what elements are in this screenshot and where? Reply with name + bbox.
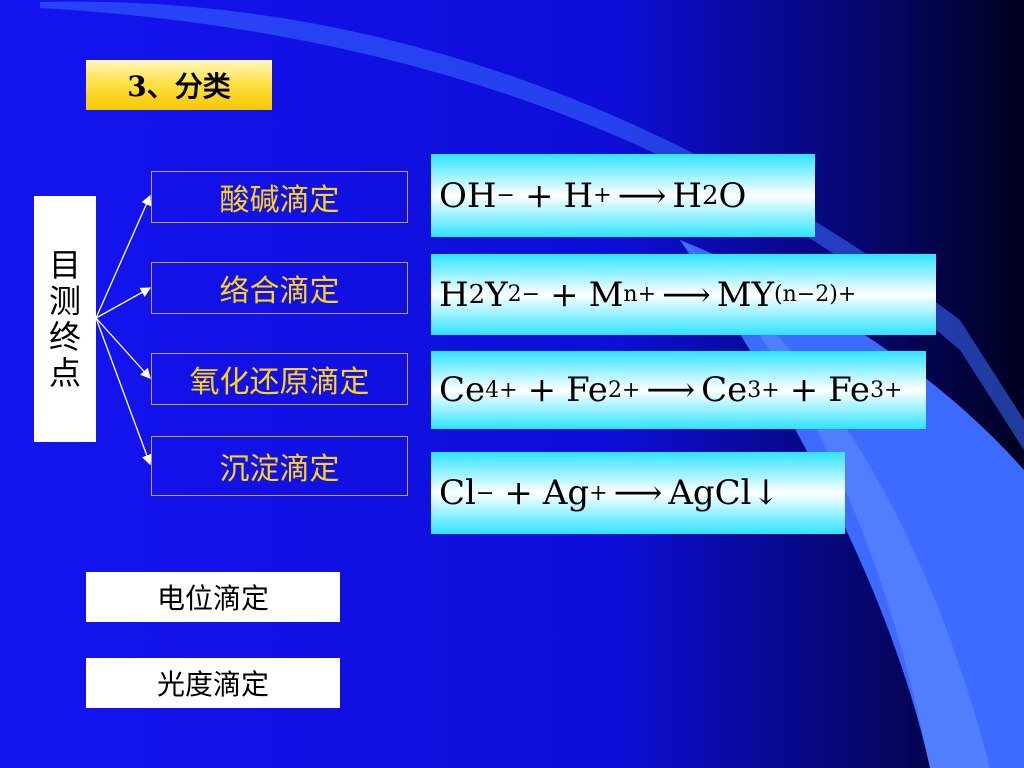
eq-superscript: + bbox=[589, 480, 608, 506]
eq-term: H bbox=[439, 274, 469, 315]
eq-superscript: (n−2)+ bbox=[774, 282, 857, 307]
eq-superscript: n+ bbox=[623, 282, 657, 307]
eq-term: Ce bbox=[439, 370, 486, 410]
method-acid-base: 酸碱滴定 bbox=[151, 171, 408, 223]
eq-term: M bbox=[588, 274, 624, 315]
decorative-wedge-highlight bbox=[680, 240, 990, 768]
method-potentiometric: 电位滴定 bbox=[86, 572, 340, 622]
eq-term: Ag bbox=[542, 473, 590, 513]
eq-term: OH bbox=[439, 175, 497, 216]
eq-term: Cl bbox=[439, 473, 476, 513]
eq-term: Y bbox=[485, 274, 508, 315]
eq-term: AgCl bbox=[668, 473, 752, 513]
eq-superscript: 2− bbox=[507, 282, 541, 307]
equation-precipitation: Cl− + Ag+ ⟶ AgCl↓ bbox=[431, 452, 845, 534]
eq-superscript: − bbox=[496, 183, 515, 208]
endpoint-label-char: 点 bbox=[48, 354, 81, 392]
eq-term: Fe bbox=[566, 370, 608, 410]
reaction-arrow: ⟶ bbox=[617, 175, 667, 216]
eq-plus: + bbox=[789, 370, 819, 410]
eq-term: O bbox=[718, 175, 747, 216]
reaction-arrow: ⟶ bbox=[613, 473, 663, 513]
eq-superscript: 3+ bbox=[870, 377, 903, 403]
eq-plus: + bbox=[550, 274, 579, 315]
reaction-arrow: ⟶ bbox=[662, 274, 711, 315]
method-precipitation: 沉淀滴定 bbox=[151, 436, 408, 496]
eq-subscript: 2 bbox=[468, 279, 486, 310]
eq-subscript: 2 bbox=[701, 180, 719, 211]
eq-superscript: 2+ bbox=[607, 377, 641, 403]
endpoint-label-char: 终 bbox=[48, 318, 81, 356]
endpoint-label-char: 测 bbox=[48, 282, 81, 320]
eq-plus: + bbox=[527, 370, 557, 410]
slide-title: 3、分类 bbox=[86, 60, 272, 110]
eq-plus: + bbox=[524, 175, 554, 216]
eq-term: H bbox=[563, 175, 594, 216]
eq-term: H bbox=[672, 175, 702, 216]
eq-superscript: 4+ bbox=[485, 377, 518, 403]
method-complexometric: 络合滴定 bbox=[151, 262, 408, 314]
eq-superscript: 3+ bbox=[747, 377, 780, 403]
eq-superscript: + bbox=[593, 183, 612, 208]
connector-line bbox=[95, 317, 151, 379]
connector-line bbox=[95, 287, 152, 319]
eq-term: MY bbox=[716, 274, 775, 315]
endpoint-label-char: 目 bbox=[48, 246, 81, 284]
connector-line bbox=[95, 194, 152, 319]
reaction-arrow: ⟶ bbox=[646, 370, 696, 410]
decorative-arc bbox=[40, 1, 1024, 450]
eq-plus: + bbox=[504, 473, 533, 513]
endpoint-label: 目 测 终 点 bbox=[34, 196, 96, 442]
eq-term: Ce bbox=[701, 370, 748, 410]
method-photometric: 光度滴定 bbox=[86, 658, 340, 708]
method-redox: 氧化还原滴定 bbox=[151, 353, 408, 405]
eq-term: Fe bbox=[828, 370, 871, 410]
eq-superscript: − bbox=[475, 480, 495, 506]
connector-line bbox=[95, 317, 152, 466]
precipitate-arrow-icon: ↓ bbox=[751, 473, 781, 513]
